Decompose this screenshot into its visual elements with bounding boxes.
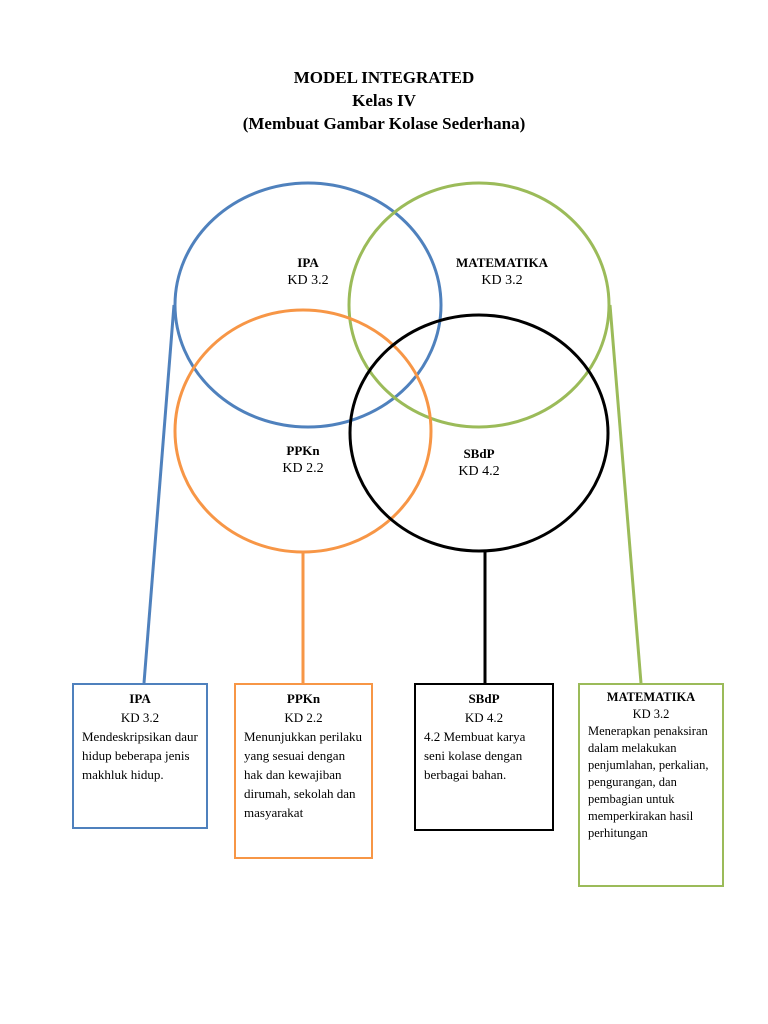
- title-line-1: MODEL INTEGRATED: [293, 68, 475, 87]
- title-line-3: (Membuat Gambar Kolase Sederhana): [242, 114, 526, 133]
- circle-sbdp-kd: KD 4.2: [458, 464, 500, 479]
- box-ipa-name: IPA: [129, 691, 151, 706]
- box-sbdp-name: SBdP: [468, 691, 500, 706]
- box-ipa-kd: KD 3.2: [120, 710, 160, 725]
- box-ppkn: PPKn KD 2.2 Menunjukkan perilaku yang se…: [234, 683, 373, 859]
- circle-ipa-kd: KD 3.2: [287, 273, 329, 288]
- box-matematika-name: MATEMATIKA: [606, 690, 696, 704]
- box-ipa: IPA KD 3.2 Mendeskripsikan daur hidup be…: [72, 683, 208, 829]
- circle-matematika: [347, 181, 611, 429]
- circle-ipa-name: IPA: [297, 255, 319, 270]
- box-matematika: MATEMATIKA KD 3.2 Menerapkan penaksiran …: [578, 683, 724, 887]
- box-ipa-desc: Mendeskripsikan daur hidup beberapa jeni…: [82, 729, 198, 782]
- box-sbdp-kd: KD 4.2: [464, 710, 504, 725]
- box-sbdp-desc: 4.2 Membuat karya seni kolase dengan ber…: [424, 729, 526, 782]
- connector-ipa: [142, 304, 176, 684]
- circle-label-ipa: IPA KD 3.2: [248, 254, 368, 290]
- box-sbdp: SBdP KD 4.2 4.2 Membuat karya seni kolas…: [414, 683, 554, 831]
- circle-sbdp: [348, 313, 610, 553]
- connector-matematika: [608, 304, 643, 684]
- circle-ppkn: [173, 308, 433, 554]
- circle-ipa: [173, 181, 443, 429]
- circle-ppkn-name: PPKn: [286, 443, 320, 458]
- title-line-2: Kelas IV: [352, 91, 416, 110]
- box-ppkn-name: PPKn: [286, 691, 321, 706]
- box-matematika-desc: Menerapkan penaksiran dalam melakukan pe…: [588, 724, 709, 840]
- circle-matematika-kd: KD 3.2: [481, 273, 523, 288]
- box-ppkn-desc: Menunjukkan perilaku yang sesuai dengan …: [244, 729, 363, 820]
- circle-ppkn-kd: KD 2.2: [282, 461, 324, 476]
- box-matematika-kd: KD 3.2: [632, 707, 670, 721]
- circle-matematika-name: MATEMATIKA: [456, 255, 548, 270]
- circle-label-ppkn: PPKn KD 2.2: [243, 442, 363, 478]
- circle-label-matematika: MATEMATIKA KD 3.2: [422, 254, 582, 290]
- circle-sbdp-name: SBdP: [463, 446, 495, 461]
- circle-label-sbdp: SBdP KD 4.2: [419, 445, 539, 481]
- box-ppkn-kd: KD 2.2: [284, 710, 323, 725]
